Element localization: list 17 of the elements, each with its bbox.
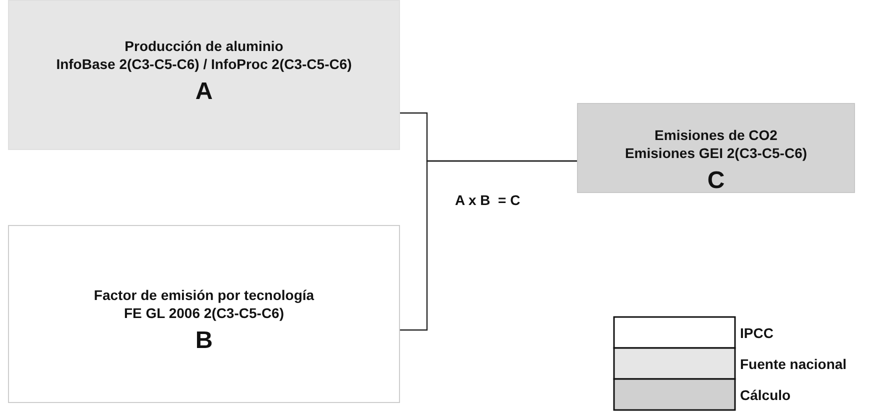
box-letter: C (707, 166, 725, 196)
legend-label: IPCC (740, 325, 774, 341)
connector-line (400, 160, 577, 331)
box-subtitle: FE GL 2006 2(C3-C5-C6) (124, 304, 284, 322)
box-title: Emisiones de CO2 (654, 126, 778, 144)
process-box (8, 0, 400, 150)
formula-label: A x B = C (455, 192, 520, 208)
legend-label: Cálculo (740, 387, 791, 403)
box-subtitle: InfoBase 2(C3-C5-C6) / InfoProc 2(C3-C5-C6) (56, 55, 352, 73)
legend-label: Fuente nacional (740, 356, 847, 372)
process-box (8, 225, 400, 403)
box-letter: A (195, 77, 213, 107)
box-title: Producción de aluminio (124, 37, 284, 55)
box-subtitle: Emisiones GEI 2(C3-C5-C6) (624, 144, 808, 162)
box-letter: B (195, 326, 213, 356)
box-title: Factor de emisión por tecnología (94, 286, 314, 304)
process-box (577, 103, 855, 193)
